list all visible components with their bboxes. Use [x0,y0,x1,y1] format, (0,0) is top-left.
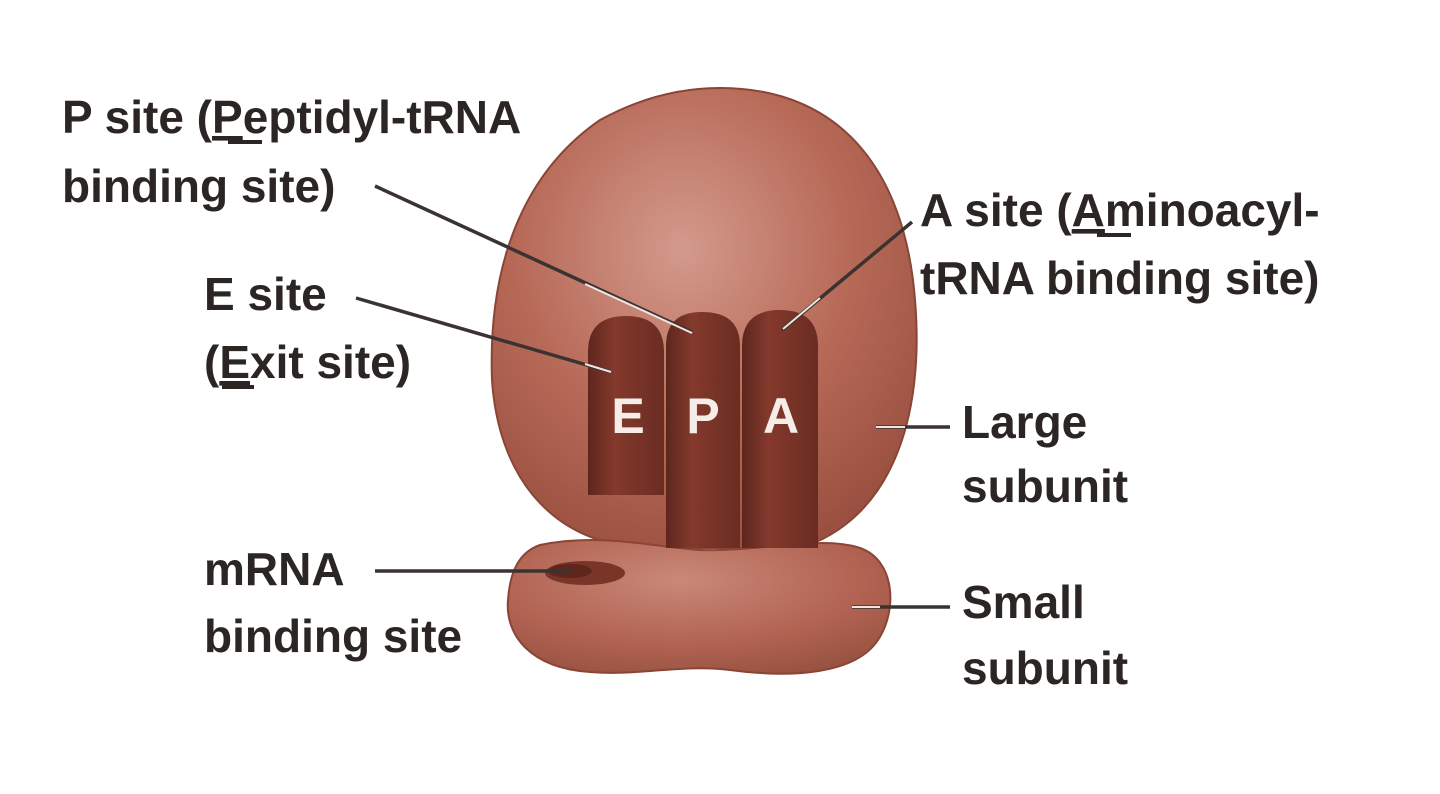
a-site-pocket [742,310,818,548]
small-subunit-label-line2: subunit [962,642,1128,694]
mrna-binding-site-label: mRNA [204,543,345,595]
p-site-pocket [666,312,740,548]
large-subunit-label: Large [962,396,1087,448]
mrna-binding-site-label-line2: binding site [204,610,462,662]
small-subunit-label: Small [962,576,1085,628]
leader-lines [355,184,950,609]
small-subunit-shape [506,538,892,675]
a-site-label-line2: tRNA binding site) [920,252,1319,304]
p-pocket-letter: P [686,388,719,444]
e-site-label-line2: (Exit site) [204,336,411,388]
e-site-pocket [588,316,664,495]
a-pocket-letter: A [763,388,799,444]
large-subunit-label-line2: subunit [962,460,1128,512]
p-site-label-line2: binding site) [62,160,335,212]
e-site-label: E site [204,268,327,320]
a-site-label: A site (Aminoacyl- [920,184,1320,236]
e-pocket-letter: E [611,388,644,444]
p-site-label: P site (Peptidyl-tRNA [62,91,521,143]
